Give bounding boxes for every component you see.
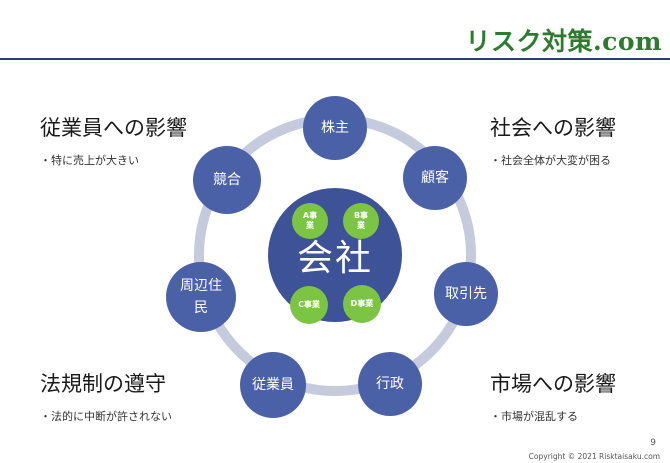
heading-market-impact: 市場への影響 bbox=[490, 372, 616, 396]
page-number: 9 bbox=[650, 438, 656, 448]
heading-society-impact: 社会への影響 bbox=[490, 116, 616, 140]
heading-regulation: 法規制の遵守 bbox=[40, 372, 166, 396]
division-a-label: A事業 bbox=[302, 211, 318, 230]
site-logo: リスク対策.com bbox=[465, 27, 662, 56]
stakeholder-shareholders: 株主 bbox=[303, 96, 367, 160]
division-d-label: D事業 bbox=[350, 299, 374, 308]
stakeholder-employees: 従業員 bbox=[240, 352, 306, 418]
division-a-bubble: A事業 bbox=[292, 203, 328, 239]
company-label: 会社 bbox=[296, 238, 373, 279]
stakeholder-local-residents-label: 周辺住民 bbox=[180, 277, 222, 316]
stakeholder-suppliers-label: 取引先 bbox=[445, 285, 487, 302]
stakeholder-government: 行政 bbox=[358, 352, 422, 416]
bullet-employee-impact: ・特に売上が大きい bbox=[40, 154, 139, 167]
company-circle: 会社 bbox=[268, 188, 402, 322]
stakeholder-shareholders-label: 株主 bbox=[321, 119, 349, 136]
header-divider bbox=[0, 58, 670, 60]
stakeholder-government-label: 行政 bbox=[376, 375, 404, 392]
division-d-bubble: D事業 bbox=[343, 285, 381, 323]
stakeholder-customers: 顧客 bbox=[403, 146, 467, 210]
stakeholder-suppliers: 取引先 bbox=[434, 262, 498, 326]
stakeholder-competitors-label: 競合 bbox=[213, 171, 241, 188]
bullet-regulation: ・法的に中断が許されない bbox=[40, 410, 172, 423]
division-b-label: B事業 bbox=[353, 211, 369, 230]
stakeholder-employees-label: 従業員 bbox=[252, 376, 294, 393]
bullet-society-impact: ・社会全体が大変が困る bbox=[490, 154, 611, 167]
stakeholder-customers-label: 顧客 bbox=[421, 169, 449, 186]
stakeholder-local-residents: 周辺住民 bbox=[166, 262, 236, 332]
division-c-label: C事業 bbox=[298, 300, 320, 309]
copyright-notice: Copyright © 2021 Risktaisaku.com bbox=[528, 452, 660, 461]
heading-employee-impact: 従業員への影響 bbox=[40, 116, 187, 140]
division-b-bubble: B事業 bbox=[343, 203, 379, 239]
bullet-market-impact: ・市場が混乱する bbox=[490, 410, 578, 423]
stakeholder-competitors: 競合 bbox=[193, 146, 261, 214]
division-c-bubble: C事業 bbox=[290, 286, 328, 324]
